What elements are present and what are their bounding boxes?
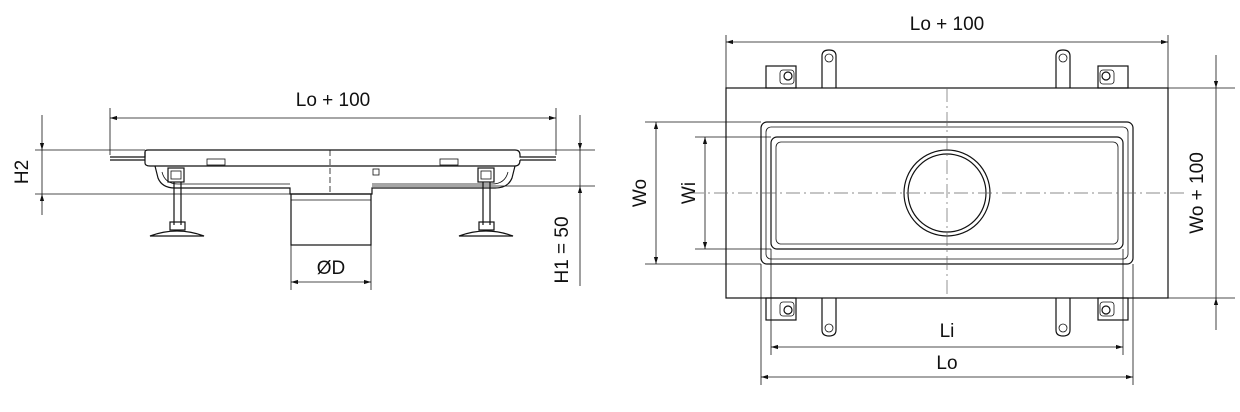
right-support-foot — [458, 167, 514, 237]
dimension-lo100-side: Lo + 100 — [109, 90, 557, 155]
dimension-label-lo100-top: Lo + 100 — [910, 14, 985, 35]
top-view: Lo + 100 Wo + 100 Wo Wi — [630, 14, 1235, 385]
bracket-bottom-right — [1055, 297, 1129, 337]
dimension-h1: H1 = 50 — [372, 115, 595, 286]
dimension-label-wi: Wi — [679, 182, 700, 204]
dimension-label-lo: Lo — [936, 353, 957, 374]
dimension-label-lo100-side: Lo + 100 — [296, 90, 371, 111]
dimension-label-h2: H2 — [12, 160, 33, 184]
dimension-lo100-top: Lo + 100 — [725, 14, 1169, 88]
dimension-outlet-diameter: ØD — [290, 245, 372, 290]
bracket-bottom-left — [765, 297, 837, 337]
bracket-top-left — [765, 49, 837, 89]
dimension-li: Li — [770, 249, 1124, 355]
dimension-label-od: ØD — [317, 258, 346, 279]
dimension-label-h1: H1 = 50 — [552, 216, 573, 283]
bracket-top-right — [1055, 49, 1129, 89]
dimension-lo: Lo — [760, 264, 1134, 385]
dimension-wi: Wi — [679, 136, 771, 250]
dimension-wo100: Wo + 100 — [1168, 55, 1235, 330]
side-view: Lo + 100 H2 H1 = 50 ØD — [12, 90, 595, 290]
outlet-pipe — [290, 193, 372, 246]
left-support-foot — [149, 167, 205, 237]
dimension-wo: Wo — [630, 121, 761, 265]
dimension-label-wo100: Wo + 100 — [1187, 152, 1208, 234]
dimension-label-li: Li — [940, 321, 955, 342]
dimension-h2: H2 — [12, 115, 290, 215]
drain-body-side — [110, 149, 556, 246]
dimension-label-wo: Wo — [630, 179, 651, 207]
mounting-brackets — [765, 49, 1129, 337]
